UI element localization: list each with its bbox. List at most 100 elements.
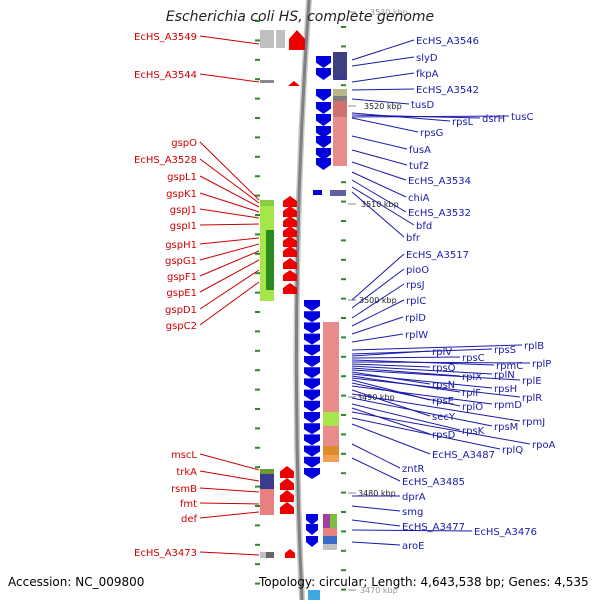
gene-label-rpsl: rpsL [452,117,474,128]
gene-leader-line [351,161,407,181]
gene-leader-line [351,377,521,398]
forward-gene-arrow [304,356,320,367]
gene-leader-line [199,158,260,204]
left-dash [255,485,260,488]
right-dash [341,414,346,416]
feature-block [323,426,339,446]
gene-leader-line [199,141,260,201]
gene-leader-line [351,98,410,105]
reverse-gene-arrow [283,258,297,269]
forward-gene-arrow [316,102,331,114]
forward-gene-arrow [304,434,320,446]
left-dash [255,233,260,236]
gene-label-echs_a3473: EcHS_A3473 [134,548,197,559]
ruler-label: 3480 kbp [358,489,396,498]
right-dash [341,258,346,261]
feature-block [323,528,337,536]
forward-gene-arrow [304,400,320,412]
gene-label-rpsj: rpsJ [406,280,425,291]
gene-label-rplr: rplR [522,393,542,404]
gene-label-echs_a3487: EcHS_A3487 [432,450,495,461]
left-dash [255,466,260,469]
feature-block [323,412,339,426]
gene-leader-line [351,135,408,150]
gene-label-gspo: gspO [171,138,197,149]
left-dash [255,58,260,61]
gene-leader-line [351,385,493,405]
right-dash [341,355,346,358]
reverse-gene-arrow [283,196,297,207]
gene-leader-line [351,115,510,118]
gene-label-rpmc: rpmC [496,361,523,372]
gene-label-bfd: bfd [416,221,432,232]
gene-label-secy: secY [432,412,456,423]
gene-leader-line [351,393,521,422]
reverse-gene-arrow [283,283,297,294]
forward-gene-arrow [316,56,331,68]
reverse-gene-arrow [283,270,297,281]
gene-label-rple: rplE [522,376,542,387]
left-dash [255,408,260,410]
gene-label-rplv: rplV [432,347,452,358]
gene-leader-line [351,369,521,381]
gene-leader-line [199,511,260,519]
forward-gene-arrow [304,311,320,323]
gene-leader-line [199,259,260,293]
reverse-gene-arrow [283,246,297,257]
forward-gene-arrow [306,524,318,535]
gene-leader-line [351,253,405,301]
right-dash [341,84,346,87]
gene-label-gspk1: gspK1 [166,189,197,200]
feature-block [260,200,274,206]
left-dash [255,446,260,449]
gene-label-def: def [181,514,198,525]
gene-leader-line [351,356,461,359]
gene-leader-line [351,350,431,357]
feature-block [323,536,337,544]
left-dash [255,39,260,42]
forward-gene-arrow [306,514,318,525]
gene-leader-line [351,367,461,377]
left-dash [255,252,260,255]
right-dash [341,239,346,242]
gene-label-echs_a3534: EcHS_A3534 [408,176,471,187]
left-dash [255,543,260,546]
forward-gene-arrow [304,367,320,379]
reverse-gene-arrow [283,216,297,227]
gene-label-smg: smg [402,507,423,518]
gene-label-rplb: rplB [524,341,544,352]
left-dash [255,330,260,333]
gene-label-gspi1: gspI1 [170,221,197,232]
gene-label-gsph1: gspH1 [165,240,197,251]
gene-leader-line [199,237,260,245]
gene-label-pioo: pioO [406,265,429,276]
gene-label-slyd: slyD [416,53,438,64]
gene-leader-line [351,443,401,469]
right-dash [341,297,346,300]
right-dash [341,549,346,552]
forward-gene-arrow [316,158,331,170]
gene-leader-line [351,361,531,364]
gene-label-rpsm: rpsM [494,422,518,433]
gene-label-gspl1: gspL1 [167,172,197,183]
forward-gene-arrow [304,322,320,334]
gene-label-echs_a3532: EcHS_A3532 [408,208,471,219]
right-dash [341,472,346,475]
gene-leader-line [351,186,415,226]
gene-leader-line [351,283,405,319]
forward-gene-arrow [316,126,331,138]
forward-gene-arrow [316,68,331,80]
feature-block [260,80,274,83]
gene-leader-line [199,453,260,471]
feature-block [330,190,346,196]
gene-leader-line [351,179,407,213]
right-dash [341,433,346,436]
gene-label-echs_a3485: EcHS_A3485 [402,477,465,488]
forward-gene-arrow [304,456,320,468]
gene-label-aroe: aroE [402,541,424,552]
feature-block [260,489,274,515]
gene-label-rpsq: rpsQ [432,363,456,374]
right-dash [341,452,346,455]
reverse-gene-arrow [283,226,297,237]
gene-leader-line [351,519,401,527]
